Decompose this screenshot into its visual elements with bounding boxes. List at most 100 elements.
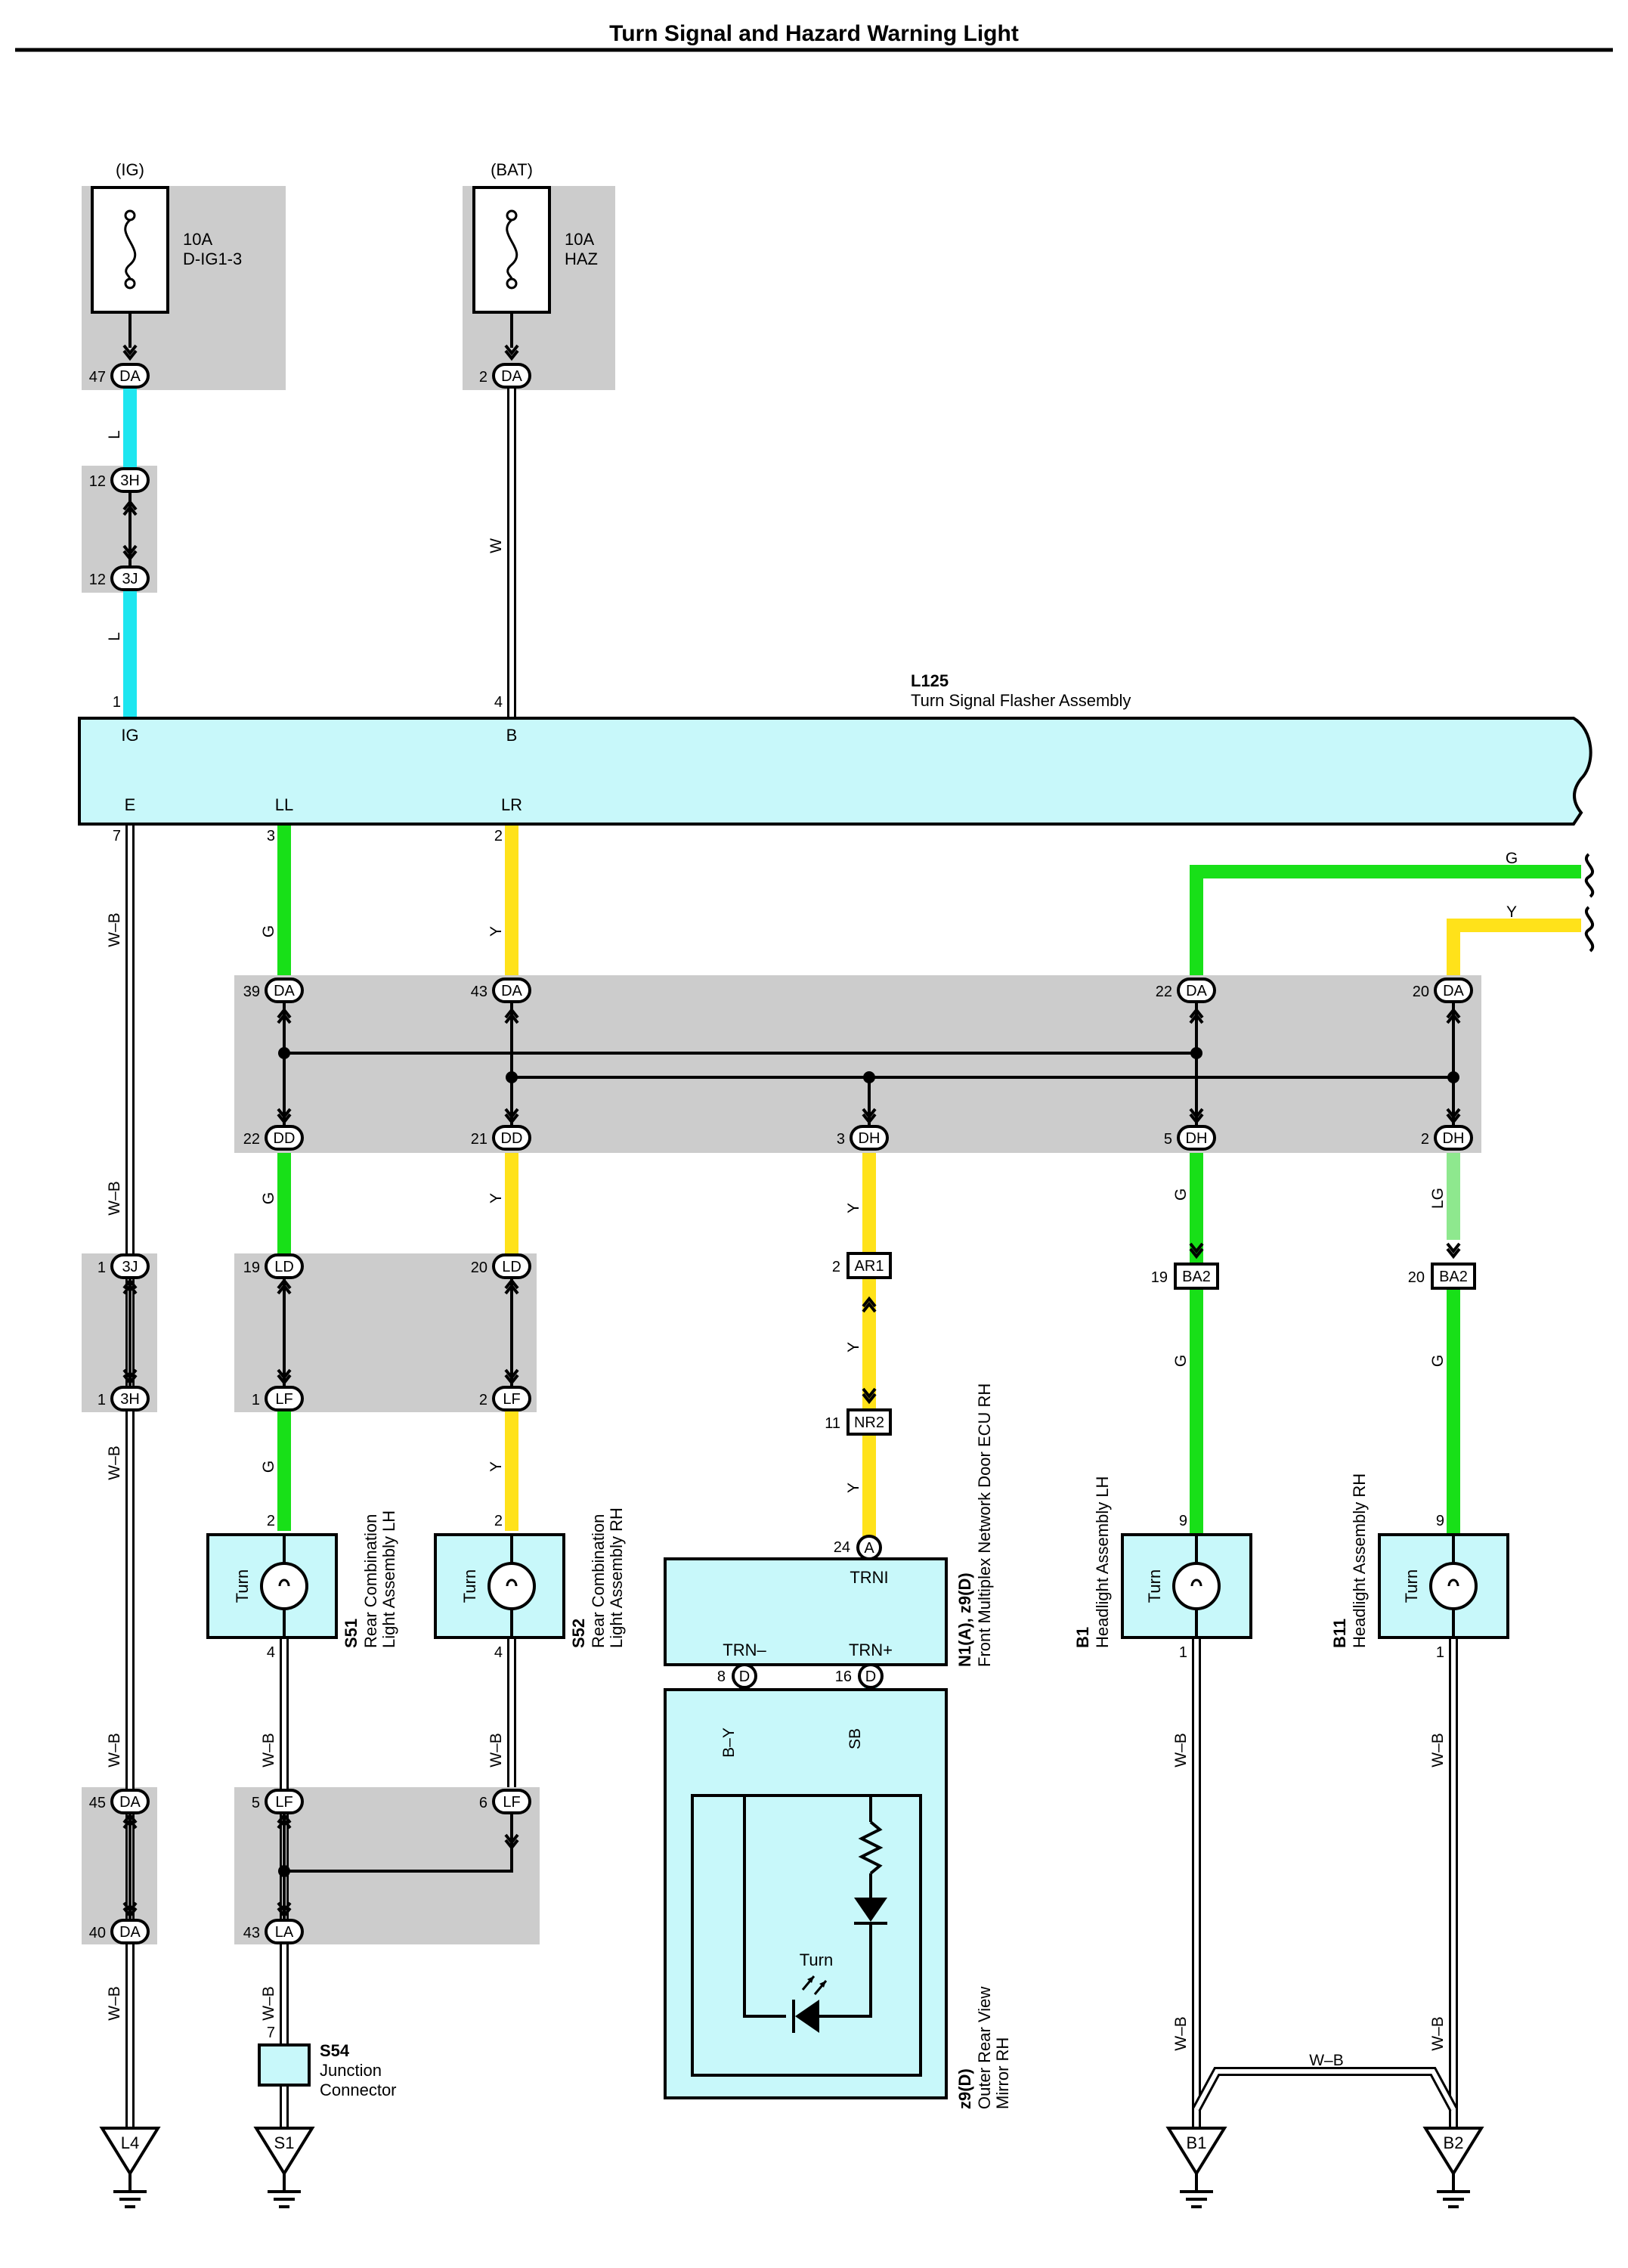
svg-text:Y: Y: [845, 1342, 862, 1352]
s52-code: S52: [569, 1619, 588, 1648]
svg-text:G: G: [260, 1192, 277, 1204]
svg-text:DD: DD: [274, 1130, 296, 1147]
svg-text:Y: Y: [845, 1203, 862, 1213]
pin-43: 43: [471, 984, 487, 1000]
svg-text:NR2: NR2: [854, 1414, 884, 1431]
b1-name: Headlight Assembly LH: [1093, 1476, 1112, 1648]
svg-text:L: L: [106, 430, 123, 439]
s51-name1: Rear Combination: [361, 1514, 380, 1648]
flasher-term-e: E: [125, 795, 136, 814]
pin-11: 11: [825, 1415, 840, 1432]
pin-1lf: 1: [252, 1392, 260, 1408]
flasher-name: Turn Signal Flasher Assembly: [911, 691, 1131, 710]
ecu-trn-plus: TRN+: [849, 1641, 893, 1659]
b1-code: B1: [1073, 1627, 1092, 1648]
pin-6lf: 6: [479, 1795, 487, 1811]
svg-text:LF: LF: [503, 1391, 520, 1408]
svg-text:DA: DA: [1186, 983, 1207, 999]
svg-text:AR1: AR1: [855, 1258, 884, 1275]
flasher-term-ll: LL: [275, 795, 293, 814]
conn-dh-3: DH: [850, 1125, 889, 1151]
s54-name1: Junction: [320, 2061, 382, 2080]
connector-tags: DA 47 DA 2 3H 12 3J 12 DA 39 DA 43 DA 22…: [89, 363, 1473, 1944]
splice-dots: [278, 1047, 1459, 1877]
conn-da-43: DA: [492, 978, 531, 1003]
conn-dh-5: DH: [1177, 1125, 1216, 1151]
svg-text:W: W: [487, 538, 505, 553]
break-symbols: [1584, 853, 1595, 953]
pin-4s52: 4: [494, 1644, 503, 1661]
svg-text:Y: Y: [487, 1193, 505, 1204]
s54-name2: Connector: [320, 2081, 397, 2099]
wire-y-feed: [1447, 919, 1581, 975]
pin-12b: 12: [89, 572, 106, 588]
flasher-assembly: L125 Turn Signal Flasher Assembly IG B E…: [78, 671, 1592, 844]
svg-text:W–B: W–B: [260, 1733, 277, 1768]
pin-21: 21: [471, 1131, 487, 1148]
conn-d-16: D: [865, 1668, 876, 1685]
pin-20ba: 20: [1408, 1269, 1425, 1286]
svg-text:LD: LD: [502, 1259, 522, 1275]
pin-2s52: 2: [494, 1513, 503, 1529]
pin-b: 4: [494, 694, 503, 711]
svg-text:DA: DA: [501, 983, 522, 999]
svg-text:W–B: W–B: [1172, 2016, 1190, 2051]
ground-l4: L4: [101, 2127, 159, 2208]
svg-text:LD: LD: [274, 1259, 294, 1275]
ig-label: (IG): [116, 160, 144, 179]
svg-text:LF: LF: [275, 1391, 292, 1408]
pin-20t: 20: [1413, 984, 1429, 1000]
svg-text:DA: DA: [119, 368, 141, 385]
bat-label: (BAT): [491, 160, 533, 179]
conn-3j-top: 3J: [110, 565, 150, 591]
conn-bat-da: DA: [492, 363, 531, 389]
pin-2lf: 2: [479, 1392, 487, 1408]
pin-47: 47: [89, 369, 106, 386]
ecu-code: N1(A), z9(D): [955, 1572, 974, 1667]
svg-text:L: L: [106, 632, 123, 641]
svg-text:W–B: W–B: [487, 1733, 505, 1768]
pin-22b: 22: [243, 1131, 260, 1148]
pin-20: 20: [471, 1259, 487, 1276]
pin-5: 5: [1164, 1131, 1172, 1148]
pin-9b1: 9: [1179, 1513, 1187, 1529]
svg-text:3J: 3J: [122, 571, 138, 587]
svg-text:DA: DA: [119, 1924, 141, 1941]
svg-text:DA: DA: [1443, 983, 1464, 999]
component-s54: 7 S54 Junction Connector: [258, 2025, 397, 2099]
pin-19ba: 19: [1151, 1269, 1168, 1286]
conn-ba2-20: BA2: [1431, 1263, 1476, 1290]
pin-24: 24: [834, 1539, 850, 1556]
ground-b2: B2: [1424, 2127, 1483, 2208]
pin-2dh: 2: [1421, 1131, 1429, 1148]
pin-3dh: 3: [837, 1131, 845, 1148]
component-s52: Turn 2 4 S52 Rear Combination Light Asse…: [434, 1507, 626, 1661]
svg-text:LA: LA: [275, 1924, 294, 1941]
s52-name1: Rear Combination: [589, 1514, 608, 1648]
svg-text:3H: 3H: [120, 1391, 140, 1408]
pin-ig: 1: [113, 694, 121, 711]
pin-12a: 12: [89, 473, 106, 490]
mirror-code: z9(D): [955, 2068, 974, 2109]
s54-code: S54: [320, 2041, 350, 2060]
svg-text:W–B: W–B: [106, 1445, 123, 1480]
wire-labels: L L W W–B W–B W–B W–B W–B G G G Y Y Y W–…: [106, 430, 1518, 2069]
bat-rating: 10A: [565, 230, 594, 249]
conn-da-40: DA: [110, 1919, 150, 1944]
conn-ld-20: LD: [492, 1253, 531, 1279]
flasher-term-lr: LR: [501, 795, 522, 814]
svg-text:L4: L4: [121, 2133, 139, 2152]
ground-b1: B1: [1167, 2127, 1226, 2208]
s51-name2: Light Assembly LH: [379, 1510, 398, 1648]
conn-lf-5: LF: [265, 1789, 304, 1814]
svg-text:S1: S1: [274, 2133, 295, 2152]
b11-name: Headlight Assembly RH: [1350, 1473, 1369, 1648]
component-mirror: Turn z9(D) Outer Rear View Mirror RH: [664, 1688, 1012, 2109]
conn-ba2-19: BA2: [1174, 1263, 1219, 1290]
ground-s1: S1: [255, 2127, 314, 2208]
svg-text:DA: DA: [501, 368, 522, 385]
svg-text:G: G: [1172, 1355, 1190, 1367]
pin-2s51: 2: [267, 1513, 275, 1529]
svg-text:B2: B2: [1444, 2133, 1464, 2152]
pin-1b1: 1: [1179, 1644, 1187, 1661]
